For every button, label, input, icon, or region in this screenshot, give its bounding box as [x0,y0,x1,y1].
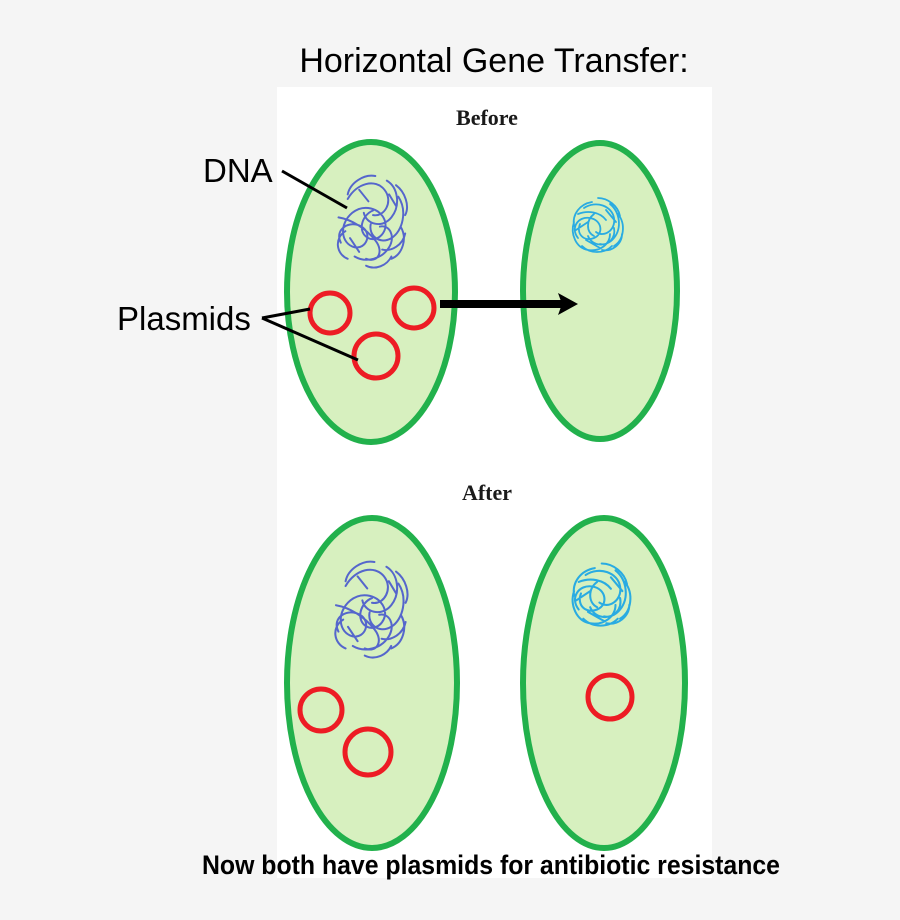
recipient-cell-after [520,515,688,851]
donor-cell-before [284,139,458,445]
plasmid [297,686,345,734]
figure-caption: Now both have plasmids for antibiotic re… [202,850,780,880]
cell-membrane [520,515,688,851]
plasmids-leader-line-lower [261,316,359,362]
page-title: Horizontal Gene Transfer: [299,42,688,80]
stage-label-before: Before [456,105,518,130]
plasmids-leader-line-upper [261,307,311,320]
plasmid [307,290,353,336]
cell-membrane [284,515,460,851]
stage-label-after: After [462,480,512,505]
recipient-cell-before [520,140,680,442]
plasmid [351,331,401,381]
plasmids-label: Plasmids [117,300,251,337]
dna-label: DNA [203,152,273,189]
plasmid [585,672,635,722]
cell-membrane [520,140,680,442]
cell-membrane [284,139,458,445]
donor-cell-after [284,515,460,851]
plasmids-annotation: Plasmids [117,300,359,362]
plasmid [342,726,394,778]
dna-annotation: DNA [203,152,348,210]
dna-leader-line [281,169,348,210]
gene-transfer-arrow [440,293,578,315]
plasmid [391,285,437,331]
